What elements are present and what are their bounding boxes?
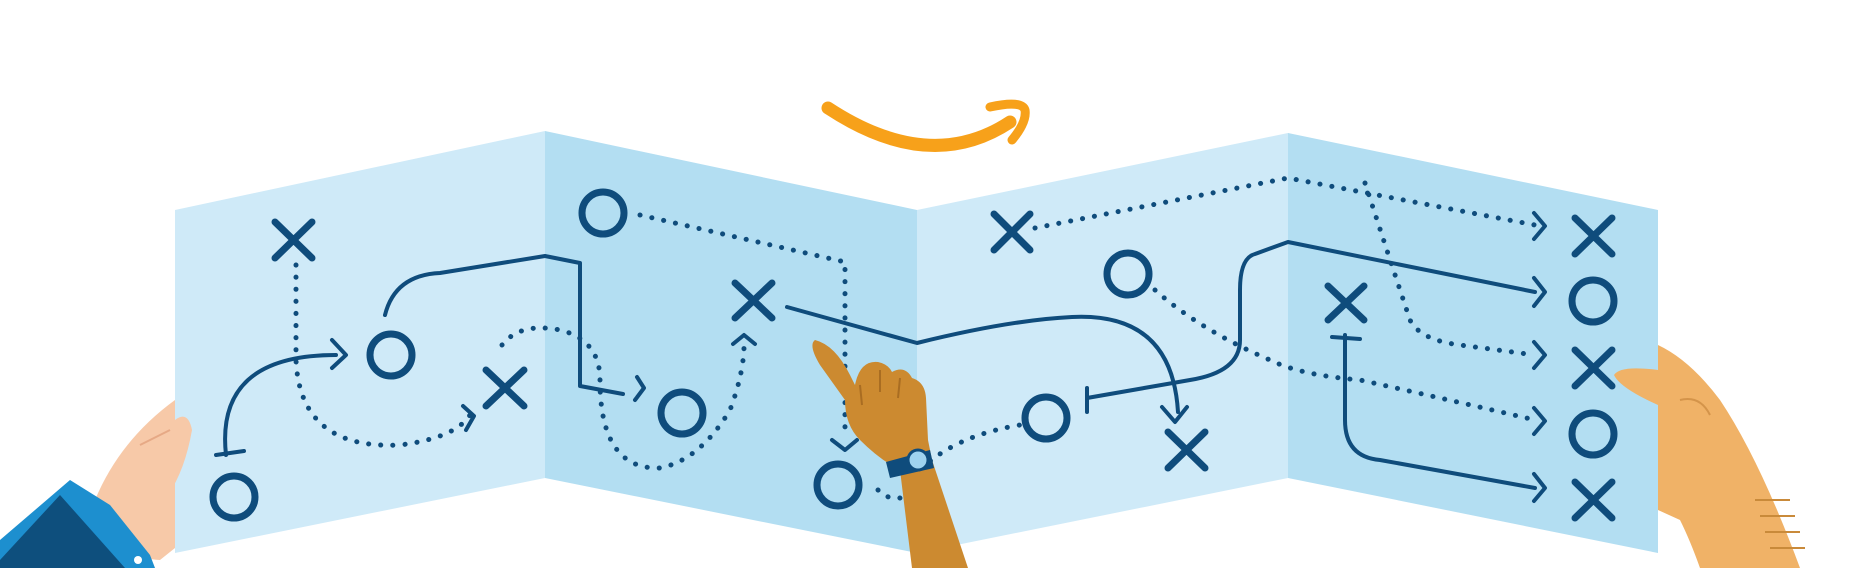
o-mark [366, 330, 416, 380]
left-hand [0, 400, 192, 568]
folded-map [175, 131, 1658, 553]
o-marks [209, 188, 1618, 522]
arrowhead [1532, 211, 1547, 241]
x-mark [1164, 428, 1209, 472]
map-panel-3 [917, 133, 1288, 553]
x-mark [1571, 214, 1616, 258]
x-mark [1324, 282, 1368, 324]
map-panel-1 [175, 131, 545, 553]
solid-routes [214, 240, 1547, 503]
o-mark [813, 460, 863, 510]
x-mark [482, 366, 528, 410]
o-mark [1103, 249, 1153, 299]
x-mark [1571, 478, 1616, 522]
pointing-hand-skin [812, 340, 968, 568]
map-panel-2 [545, 131, 917, 553]
x-mark [1571, 346, 1616, 390]
o-mark [657, 388, 707, 438]
o-mark [1568, 409, 1618, 459]
pointing-hand [812, 340, 968, 568]
wristwatch-face [906, 448, 930, 472]
dotted-arrowheads [461, 211, 1547, 452]
x-mark [731, 279, 776, 322]
arrowhead [1532, 340, 1547, 370]
x-marks [271, 210, 1616, 522]
map-panel-4 [1288, 133, 1658, 553]
x-mark [271, 218, 316, 262]
o-mark [1021, 393, 1071, 443]
o-mark [578, 188, 628, 238]
x-mark [990, 210, 1034, 254]
arrowhead [461, 404, 476, 432]
right-hand [1614, 345, 1805, 568]
smile-arrow-logo [821, 99, 1030, 152]
left-sleeve-dark [0, 495, 125, 568]
o-mark [209, 472, 259, 522]
arrowhead [830, 438, 859, 452]
arrowhead [1532, 406, 1547, 436]
right-hand-skin [1658, 345, 1800, 568]
arrowhead [731, 333, 757, 346]
o-mark [1568, 276, 1618, 326]
